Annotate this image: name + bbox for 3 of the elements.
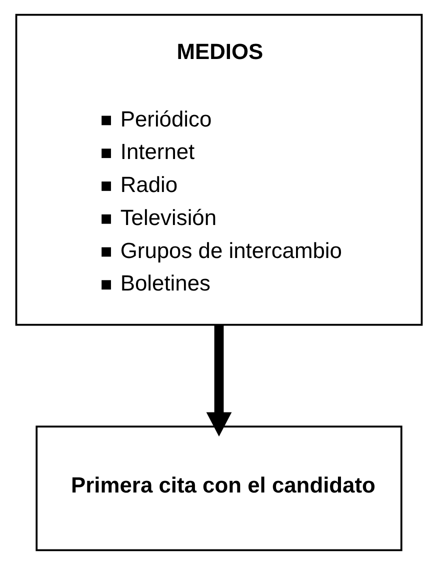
node-box: Primera cita con el candidato: [35, 426, 402, 552]
arrow: [206, 324, 232, 436]
node-box: MEDIOS Periódico Internet Radio Televisión Grupos de intercambio Boletines: [14, 14, 422, 326]
